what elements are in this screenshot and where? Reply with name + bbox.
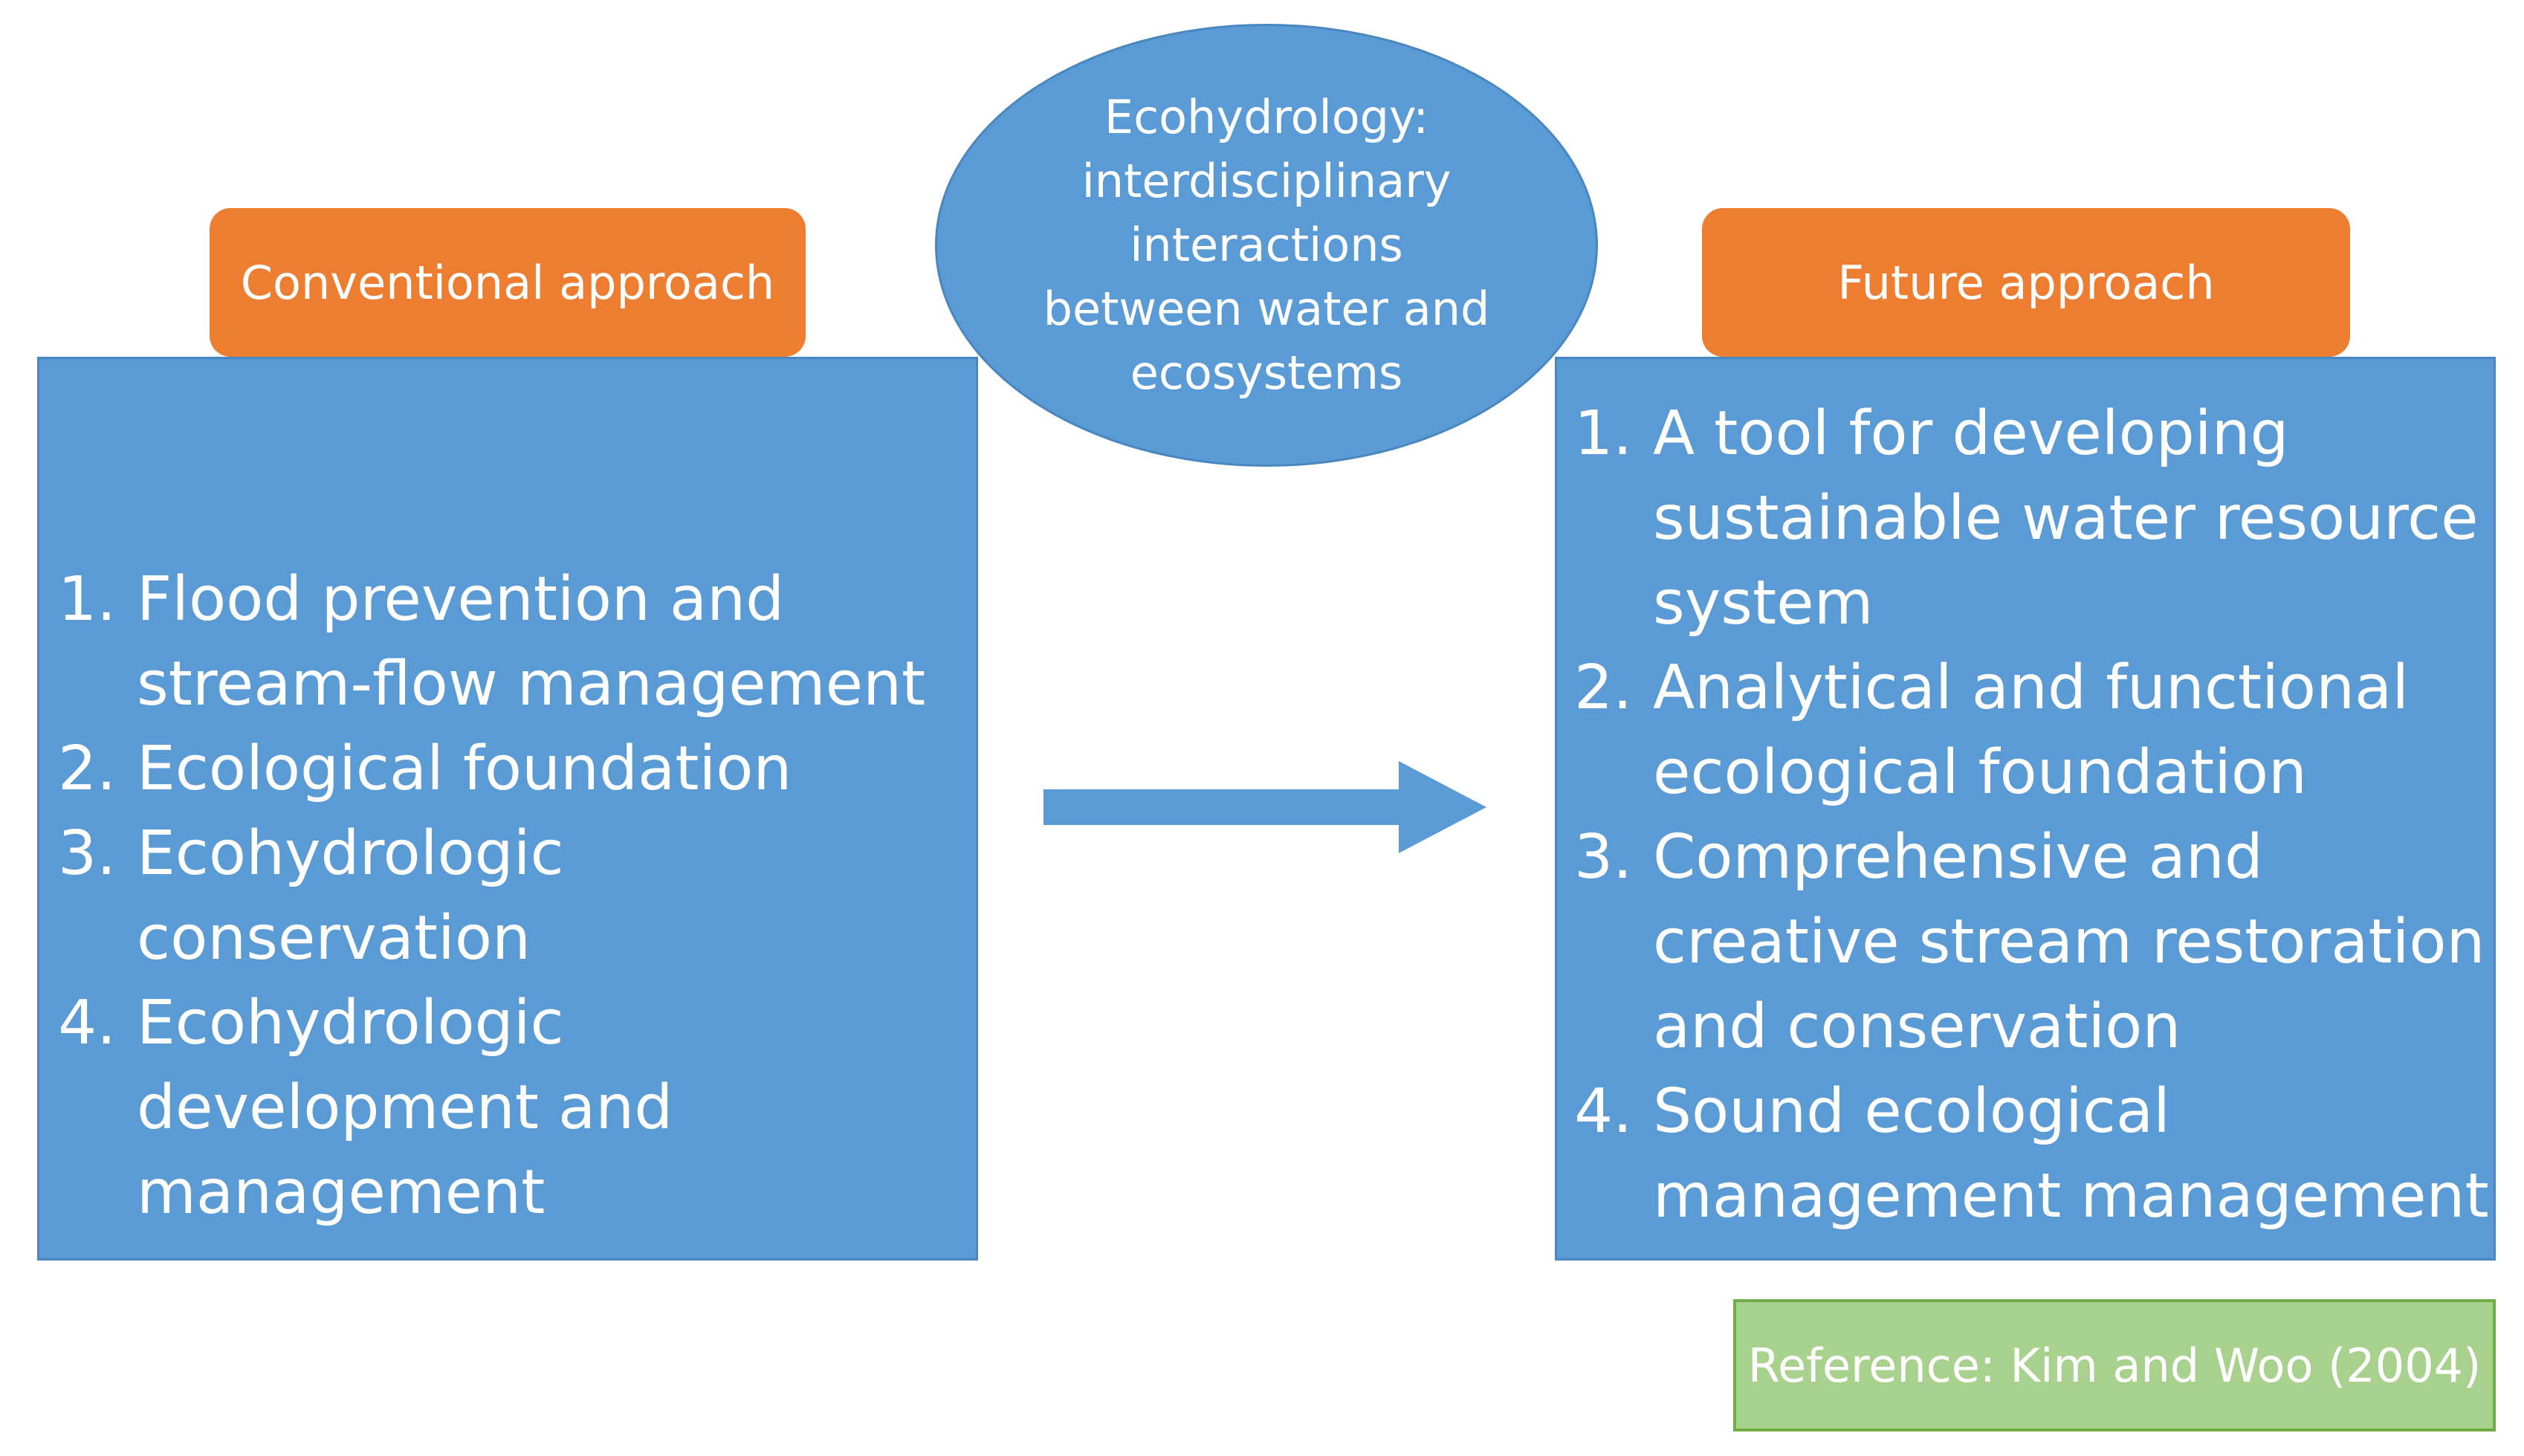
list-item-text: Ecohydrologic development and management: [137, 988, 673, 1228]
ecohydrology-definition: Ecohydrology: interdisciplinary interact…: [1043, 90, 1490, 400]
right-arrow-icon: [1043, 761, 1486, 853]
list-item-text: Sound ecological management management: [1653, 1076, 2489, 1232]
conventional-approach-box: [37, 357, 978, 1261]
list-item: 3. Ecohydrologic conservation: [58, 812, 972, 981]
list-item-text: Ecohydrologic conservation: [137, 818, 564, 974]
list-item: 2. Ecological foundation: [58, 727, 972, 812]
list-item-number: 4.: [1574, 1076, 1633, 1147]
future-approach-list: 1. A tool for developing sustainable wat…: [1574, 392, 2491, 1239]
list-item-text: Flood prevention and stream-flow managem…: [137, 564, 926, 719]
list-item-number: 4.: [58, 988, 117, 1058]
reference-box: Reference: Kim and Woo (2004): [1733, 1299, 2496, 1431]
list-item: 3. Comprehensive and creative stream res…: [1574, 815, 2491, 1070]
list-item-number: 1.: [58, 564, 117, 635]
list-item: 2. Analytical and functional ecological …: [1574, 646, 2491, 815]
future-approach-box: [1555, 357, 2496, 1261]
conventional-approach-list: 1. Flood prevention and stream-flow mana…: [58, 557, 972, 1235]
list-item-text: Comprehensive and creative stream restor…: [1653, 822, 2485, 1062]
list-item-number: 3.: [1574, 822, 1633, 893]
list-item-number: 2.: [58, 734, 117, 804]
ecohydrology-ellipse: Ecohydrology: interdisciplinary interact…: [935, 24, 1598, 467]
future-approach-label: Future approach: [1702, 208, 2350, 357]
list-item-text: Analytical and functional ecological fou…: [1653, 653, 2410, 808]
list-item: 4. Ecohydrologic development and managem…: [58, 981, 972, 1235]
list-item: 4. Sound ecological management managemen…: [1574, 1070, 2491, 1239]
list-item-text: Ecological foundation: [137, 734, 792, 804]
list-item-number: 1.: [1574, 398, 1633, 469]
list-item: 1. A tool for developing sustainable wat…: [1574, 392, 2491, 646]
list-item-text: A tool for developing sustainable water …: [1653, 398, 2479, 638]
list-item-number: 2.: [1574, 653, 1633, 723]
list-item: 1. Flood prevention and stream-flow mana…: [58, 557, 972, 727]
conventional-approach-label: Conventional approach: [210, 208, 806, 357]
list-item-number: 3.: [58, 818, 117, 889]
